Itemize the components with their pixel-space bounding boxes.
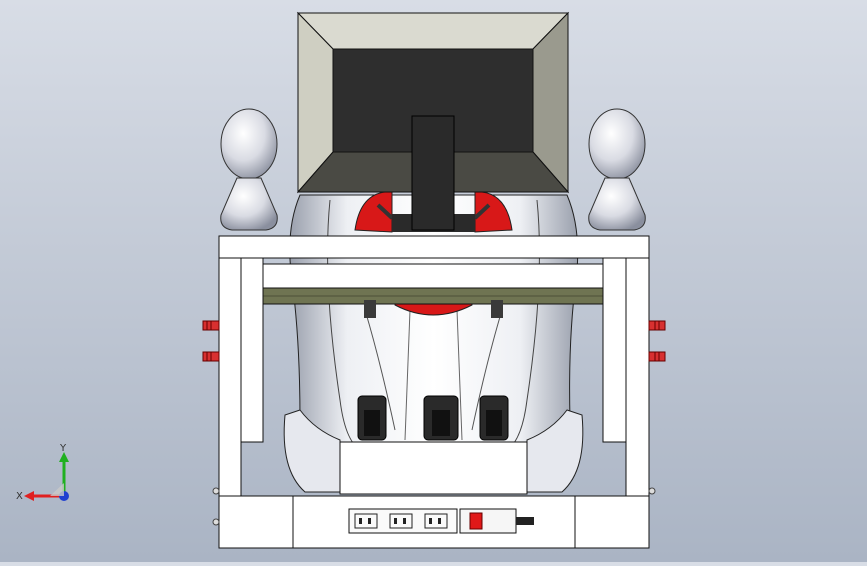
pedal-box <box>339 441 528 495</box>
right-outer-post <box>625 257 650 499</box>
y-axis-label: Y <box>59 443 67 454</box>
adjust-knobs-right <box>648 320 666 362</box>
left-inner-post <box>240 257 264 443</box>
bracket <box>491 300 503 318</box>
pedal-set <box>357 395 509 441</box>
x-axis-label: X <box>16 491 23 502</box>
power-strip-icon <box>348 508 534 534</box>
upper-rail <box>218 263 650 289</box>
bracket <box>364 300 376 318</box>
shaker-icon <box>220 108 278 231</box>
left-outer-post <box>218 257 242 499</box>
monitor-shelf <box>218 235 650 259</box>
axis-triad: Y X <box>16 443 69 502</box>
monitor-stand <box>411 115 455 231</box>
adjust-knobs-left <box>202 320 220 362</box>
shaker-icon <box>588 108 646 231</box>
right-inner-post <box>602 257 627 443</box>
monitor-icon <box>296 11 570 231</box>
power-switch <box>469 512 483 530</box>
